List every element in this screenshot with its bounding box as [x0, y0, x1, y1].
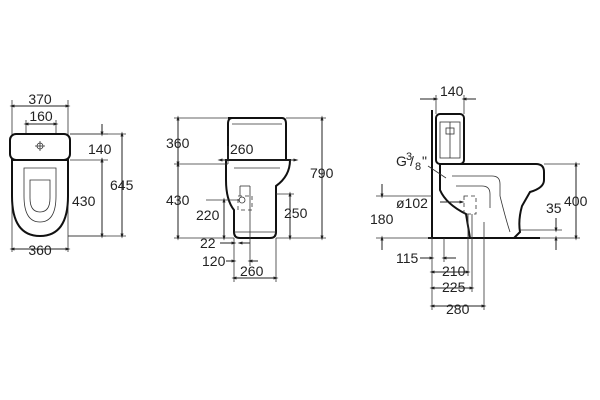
dim-side-inlet: G 3 / 8 " [396, 151, 447, 179]
dim-top-360: 360 [9, 242, 71, 258]
dim-front-220: 220 [196, 197, 240, 241]
dim-side-400-label: 400 [564, 193, 588, 209]
dim-front-220-label: 220 [196, 207, 220, 223]
dim-front-360-label: 360 [166, 135, 190, 151]
dim-side-35-label: 35 [546, 200, 562, 216]
dim-front-120: 120 [202, 253, 258, 269]
dim-side-180: 180 [370, 184, 432, 250]
front-view-body [225, 117, 292, 239]
dim-side-35: 35 [520, 200, 562, 250]
dim-front-260-top: 260 [217, 141, 299, 162]
dim-top-370-label: 370 [28, 91, 52, 107]
inlet-thread-sup: 3 [406, 151, 412, 163]
inlet-thread-quote: " [422, 153, 427, 169]
dim-top-160-label: 160 [29, 108, 53, 124]
dim-front-22-label: 22 [200, 235, 216, 251]
top-view-body [9, 133, 71, 238]
dim-front-250-label: 250 [284, 205, 308, 221]
dim-side-210: 210 [429, 263, 471, 279]
dim-side-diameter: ø102 [396, 195, 465, 211]
inlet-thread-slash: / [410, 153, 414, 169]
dim-side-140: 140 [420, 83, 476, 114]
dim-side-280-label: 280 [446, 301, 470, 317]
dim-side-210-label: 210 [442, 263, 466, 279]
inlet-thread-main: G [396, 153, 407, 169]
side-view-body [435, 113, 545, 239]
dim-side-400: 400 [540, 161, 588, 241]
dim-front-790-label: 790 [310, 165, 334, 181]
front-view: 360 260 430 220 250 790 [166, 115, 334, 282]
dim-front-430: 430 [166, 161, 190, 241]
dim-front-260-top-label: 260 [230, 141, 254, 157]
dim-front-430-label: 430 [166, 192, 190, 208]
dim-front-260-bottom: 260 [231, 263, 279, 280]
dim-top-645-label: 645 [110, 177, 134, 193]
dim-top-645: 645 [68, 131, 134, 239]
dim-front-260-bottom-label: 260 [240, 263, 264, 279]
inlet-thread-sub: 8 [415, 161, 421, 173]
dim-side-180-label: 180 [370, 211, 394, 227]
dim-side-280: 280 [429, 301, 487, 317]
side-view: 140 G 3 / 8 " ø102 180 35 [370, 83, 588, 317]
dim-side-diameter-label: ø102 [396, 195, 428, 211]
dim-front-790: 790 [310, 115, 334, 241]
dim-top-370: 370 [9, 91, 71, 108]
dim-top-430: 430 [68, 157, 106, 239]
top-view: 370 160 140 430 645 [9, 91, 134, 258]
dim-side-115: 115 [396, 250, 456, 266]
dim-side-225-label: 225 [442, 279, 466, 295]
dim-front-250: 250 [276, 191, 308, 241]
dim-top-160: 160 [23, 108, 59, 126]
dim-front-360: 360 [166, 115, 190, 167]
dim-side-115-label: 115 [396, 250, 419, 266]
dim-top-360-label: 360 [28, 242, 52, 258]
dim-top-430-label: 430 [72, 193, 96, 209]
dim-side-140-label: 140 [440, 83, 464, 99]
dim-top-140: 140 [70, 124, 112, 170]
dim-front-120-label: 120 [202, 253, 226, 269]
dim-top-140-label: 140 [88, 141, 112, 157]
dim-side-225: 225 [429, 279, 475, 295]
dim-front-22: 22 [200, 235, 250, 251]
